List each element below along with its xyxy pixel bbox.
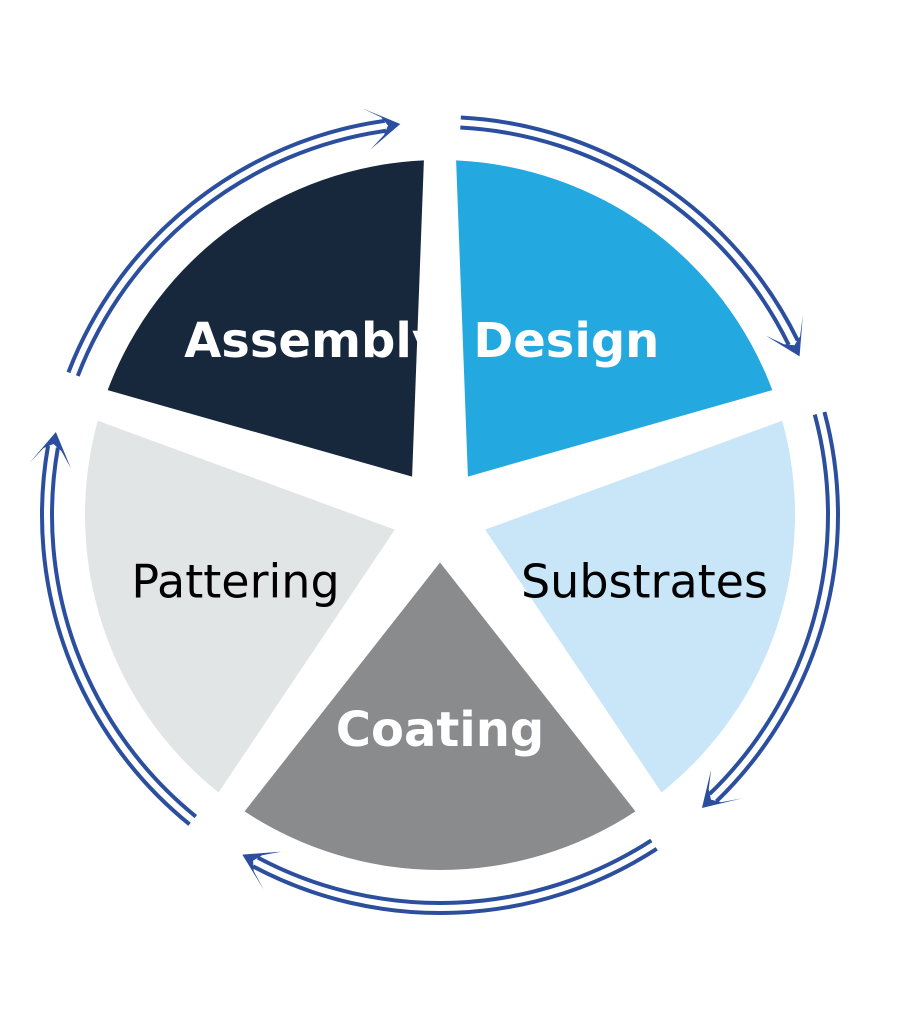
cycle-arc-1-line-0 xyxy=(715,411,840,803)
segment-substrates xyxy=(485,420,795,793)
cycle-arc-4-line-1 xyxy=(75,128,387,377)
segment-label-pattering: Pattering xyxy=(131,554,339,608)
segment-label-design: Design xyxy=(473,313,659,369)
cycle-arc-4-line-0 xyxy=(66,118,385,374)
labels-layer: Design Substrates Coating Pattering Asse… xyxy=(131,313,768,758)
segment-label-substrates: Substrates xyxy=(521,554,768,608)
arrows-layer xyxy=(29,108,840,915)
cycle-arrowhead-4 xyxy=(362,108,401,150)
cycle-arc-2-line-0 xyxy=(252,847,658,915)
cycle-arrowhead-3 xyxy=(29,431,71,469)
cycle-arrowhead-2 xyxy=(242,851,282,890)
segment-design xyxy=(456,160,773,477)
segments-layer xyxy=(84,160,795,870)
cycle-arc-0-line-1 xyxy=(460,125,791,346)
segment-pattering xyxy=(84,420,395,793)
cycle-arrowhead-0 xyxy=(765,315,803,357)
segment-label-assembly: Assembly xyxy=(184,313,443,369)
cycle-arc-0-line-0 xyxy=(460,115,800,342)
cycle-arc-3-line-1 xyxy=(50,447,198,819)
cycle-arc-1-line-1 xyxy=(708,414,830,796)
segment-label-coating: Coating xyxy=(336,702,545,758)
cycle-arc-2-line-1 xyxy=(256,838,653,905)
cycle-arc-3-line-0 xyxy=(40,445,191,826)
cycle-arrowhead-1 xyxy=(701,769,742,808)
segment-coating xyxy=(244,562,636,870)
segment-assembly xyxy=(107,160,424,477)
